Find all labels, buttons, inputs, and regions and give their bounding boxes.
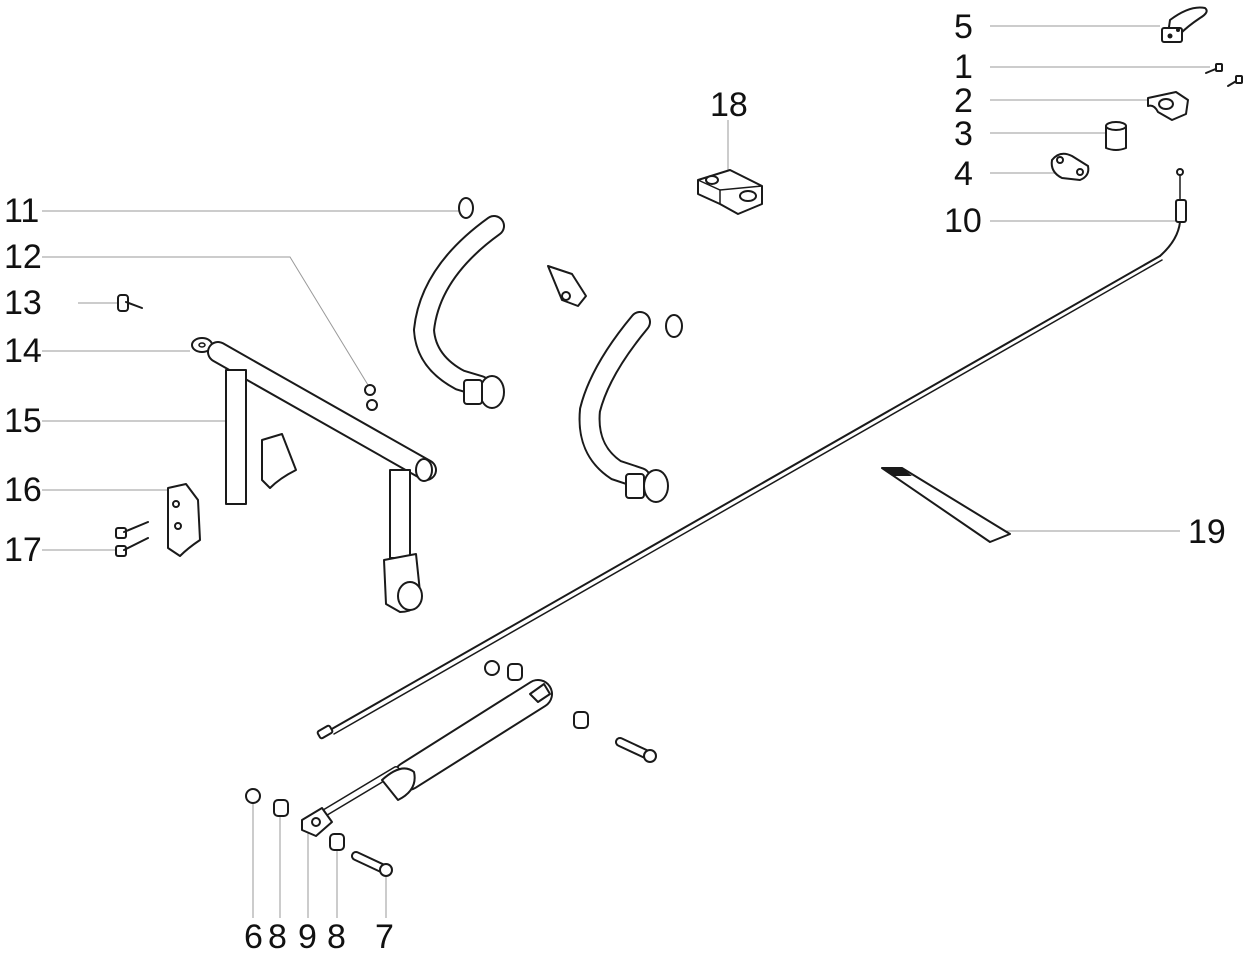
callout-1: 1 <box>954 48 973 86</box>
bolt-icon <box>1205 63 1243 87</box>
callout-6: 6 <box>244 918 263 956</box>
callout-3: 3 <box>954 115 973 153</box>
screw-icon <box>115 521 149 557</box>
bracket-plate-icon <box>167 483 201 557</box>
callout-16: 16 <box>4 471 42 509</box>
callout-13: 13 <box>4 284 42 322</box>
callout-8b: 8 <box>327 918 346 956</box>
callout-15: 15 <box>4 402 42 440</box>
strap-icon <box>881 467 1011 543</box>
callout-4: 4 <box>954 155 973 193</box>
callout-9: 9 <box>298 918 317 956</box>
clamp-icon <box>1147 91 1189 121</box>
callout-11: 11 <box>4 192 39 230</box>
bracket-icon <box>1050 152 1090 181</box>
callout-5: 5 <box>954 8 973 46</box>
callout-17: 17 <box>4 531 42 569</box>
callout-12: 12 <box>4 238 42 276</box>
pin-bottom-icon <box>351 737 657 877</box>
callout-19: 19 <box>1188 513 1226 551</box>
frame-icon <box>412 197 684 503</box>
crossbar-icon <box>207 341 437 613</box>
leader-lines <box>42 25 1210 918</box>
sleeve-icon <box>1105 121 1127 151</box>
callout-labels: 5 1 2 3 4 10 18 11 12 13 14 15 16 17 19 … <box>4 8 1226 956</box>
clamp-block-icon <box>697 169 763 215</box>
pin-icon <box>117 294 143 312</box>
lever-icon <box>1161 6 1208 43</box>
callout-14: 14 <box>4 332 42 370</box>
gas-spring-icon <box>301 679 553 837</box>
callout-8a: 8 <box>268 918 287 956</box>
callout-10: 10 <box>944 202 982 240</box>
callout-7: 7 <box>375 918 394 956</box>
cable-icon <box>316 168 1187 740</box>
spacer-icon <box>245 660 589 851</box>
callout-2: 2 <box>954 82 973 120</box>
callout-18: 18 <box>710 86 748 124</box>
nut-icon <box>364 384 378 411</box>
